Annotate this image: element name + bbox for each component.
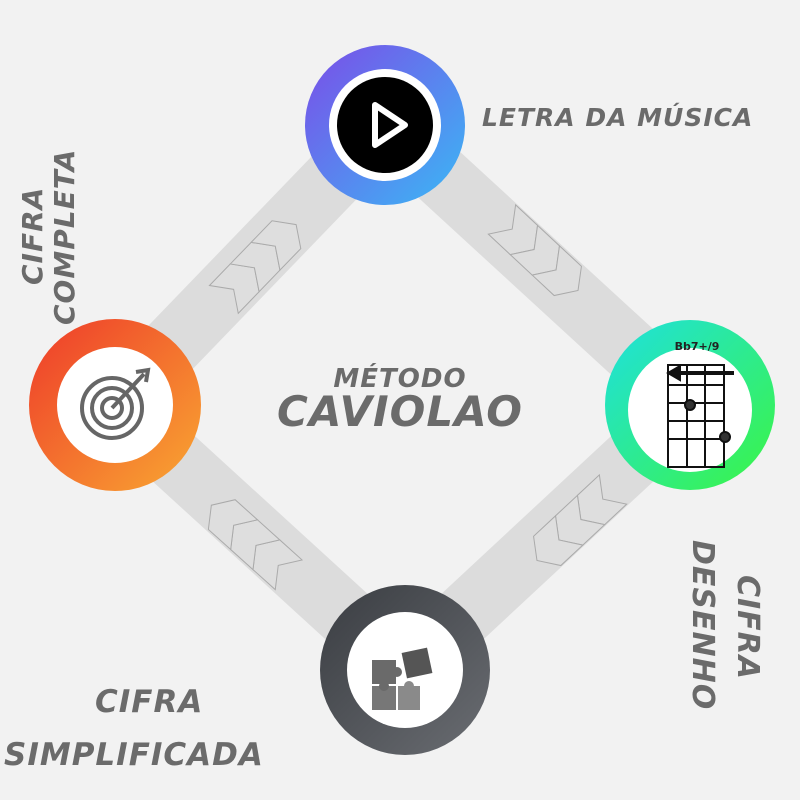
target-icon: [80, 367, 151, 440]
step-label-desenho: DESENHO CIFRA: [685, 540, 765, 710]
play-icon: [372, 102, 408, 148]
step-label-simplificada-2: SIMPLIFICADA: [4, 737, 264, 773]
step-letra-circle: [305, 45, 465, 205]
svg-text:DESENHO: DESENHO: [685, 540, 720, 710]
step-label-completa: CIFRA COMPLETA: [16, 149, 81, 325]
chord-name: Bb7+/9: [675, 340, 720, 353]
step-desenho-circle: Bb7+/9: [605, 320, 775, 490]
svg-text:CIFRA: CIFRA: [16, 187, 49, 285]
step-cifra-completa-circle: [29, 319, 201, 491]
step-label-letra: LETRA DA MÚSICA: [482, 102, 753, 132]
step-cifra-simplificada-circle: [320, 585, 490, 755]
chord-diagram-icon: [666, 364, 734, 468]
puzzle-icon: [372, 647, 433, 710]
svg-text:CIFRA: CIFRA: [730, 575, 765, 680]
svg-text:COMPLETA: COMPLETA: [48, 149, 81, 325]
center-title: CAVIOLAO: [277, 387, 523, 436]
center-subtitle: MÉTODO: [333, 362, 466, 394]
step-label-simplificada-1: CIFRA: [95, 684, 203, 720]
